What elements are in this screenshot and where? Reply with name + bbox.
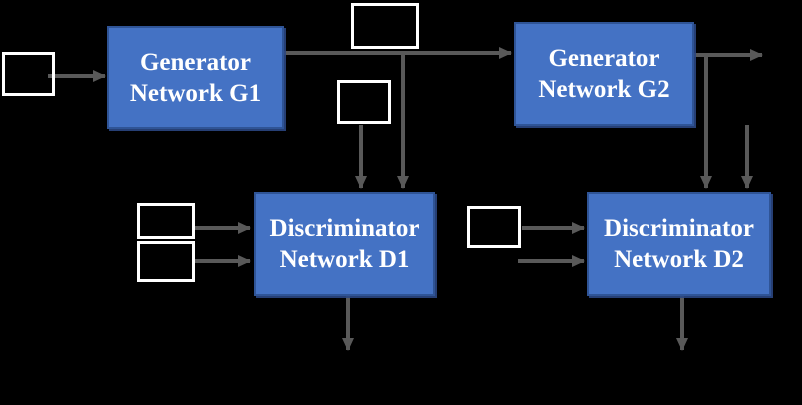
d1-top-input-box <box>337 80 391 124</box>
node-generator-g2: Generator Network G2 <box>514 22 694 126</box>
node-label-line2: Network D2 <box>614 246 744 273</box>
node-label-line1: Discriminator <box>604 215 754 242</box>
node-discriminator-d2: Discriminator Network D2 <box>587 192 771 296</box>
g1-output-label-box <box>351 3 419 49</box>
d1-side-input-box-top <box>137 203 195 239</box>
node-label-line1: Discriminator <box>269 215 420 242</box>
node-label-line1: Generator <box>548 45 660 72</box>
g1-input-box <box>2 52 55 96</box>
node-label-line2: Network D1 <box>279 246 410 273</box>
node-label-line2: Network G2 <box>538 76 670 103</box>
d1-side-input-box-bottom <box>137 241 195 282</box>
node-label-line1: Generator <box>139 48 252 76</box>
d2-side-input-box <box>467 206 521 248</box>
node-label-line2: Network G1 <box>129 79 262 107</box>
node-generator-g1: Generator Network G1 <box>107 26 284 129</box>
node-discriminator-d1: Discriminator Network D1 <box>254 192 435 296</box>
